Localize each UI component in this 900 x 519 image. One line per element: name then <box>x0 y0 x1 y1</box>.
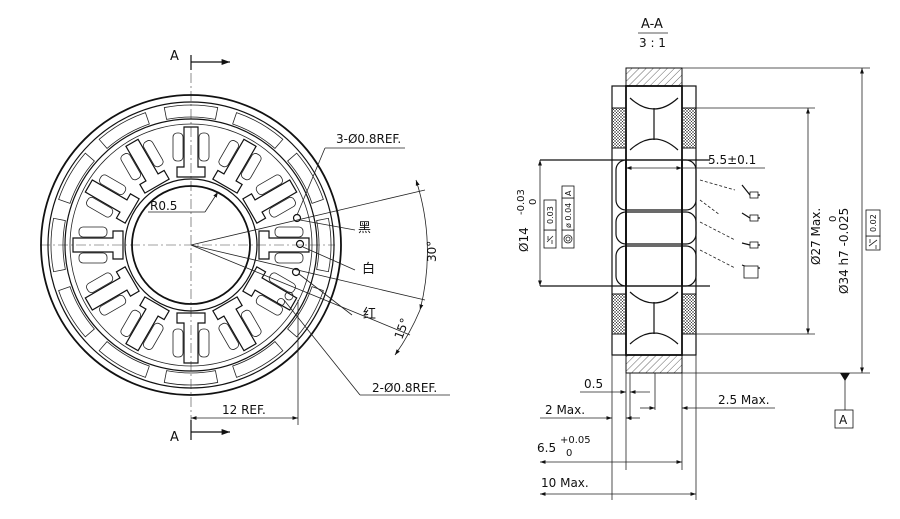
dim-10max: 10 Max. <box>541 476 589 490</box>
radius-leader-arrow <box>204 191 219 213</box>
radius-label: R0.5 <box>150 199 177 213</box>
stator-tooth <box>172 312 210 364</box>
housing-bottom <box>625 354 683 374</box>
dim-5-5: 5.5±0.1 <box>708 153 756 167</box>
stator-tooth <box>242 174 298 224</box>
angle-ray-1 <box>190 189 426 246</box>
holes-top-label: 3-Ø0.8REF. <box>336 132 401 146</box>
yoke-ring-inner <box>69 123 313 367</box>
stator-tooth <box>172 126 210 178</box>
stator-tooth <box>212 138 262 194</box>
outer-slot <box>316 217 332 273</box>
wire-white-label: 白 <box>362 261 375 277</box>
angle-30-arc <box>415 179 428 311</box>
wire-black-leader <box>299 219 356 231</box>
stator-tooth <box>72 226 124 264</box>
outer-slot <box>50 217 66 273</box>
stator-tooth <box>258 226 310 264</box>
dim-inner-dia: Ø14 <box>517 227 531 252</box>
outer-slot <box>58 286 95 338</box>
stator-tooth <box>120 138 170 194</box>
winding-right-top <box>681 107 697 149</box>
coil-top <box>629 97 679 151</box>
hole-red <box>291 267 301 277</box>
outer-slot <box>58 152 95 204</box>
datum-triangle <box>840 373 850 381</box>
width-12-label: 12 REF. <box>222 403 266 417</box>
gdt-inner-frames <box>543 185 575 249</box>
winding-left-bottom <box>611 293 627 335</box>
hole-extra-1 <box>284 291 294 301</box>
gdt-outer-value: 0.02 <box>869 214 878 232</box>
dim-34: Ø34 h7 -0.025 <box>837 208 851 294</box>
gdt-concentric-value: ø 0.04 <box>564 203 573 228</box>
winding-left-top <box>611 107 627 149</box>
lead-pins <box>699 179 760 279</box>
outer-slot <box>232 112 284 149</box>
wire-black-label: 黑 <box>358 221 371 236</box>
wire-red-label: 红 <box>363 306 376 322</box>
holes-bottom-leader <box>283 299 361 396</box>
front-view: A A R0.5 3-Ø0.8REF. 黑 白 红 30° 15° <box>40 49 450 445</box>
coil-bottom <box>629 291 679 345</box>
stator-tooth <box>120 296 170 352</box>
core-block-2 <box>615 211 697 245</box>
outer-slot <box>287 286 324 338</box>
outer-slot <box>287 152 324 204</box>
outer-slot <box>232 341 284 378</box>
yoke-ring <box>64 118 318 372</box>
section-title: A-A <box>641 17 663 32</box>
outer-slot <box>98 112 150 149</box>
winding-right-bottom <box>681 293 697 335</box>
holes-top-leader <box>296 147 326 216</box>
dim-2max: 2 Max. <box>545 403 585 417</box>
holes-bottom-label: 2-Ø0.8REF. <box>372 381 437 395</box>
outer-ring <box>40 94 342 396</box>
dim-27: Ø27 Max. <box>809 208 823 265</box>
dim-inner-tol-lower: 0 <box>528 199 539 205</box>
dim-6-5-tol-upper: +0.05 <box>560 435 591 446</box>
stator-tooth <box>84 174 140 224</box>
stator-tooth <box>84 266 140 316</box>
gdt-outer-value-frame <box>865 209 881 237</box>
bore-outer <box>124 178 258 312</box>
stator-slots <box>50 104 332 386</box>
bore <box>131 185 251 305</box>
outer-ring-inner-edge <box>47 101 335 389</box>
outer-slot <box>163 104 219 120</box>
datum-frame <box>834 409 854 429</box>
section-label-bottom: A <box>170 430 179 445</box>
angle-ray-2 <box>190 244 426 301</box>
dim-6-5: 6.5 <box>537 441 556 455</box>
gdt-concentric-datum: A <box>564 190 573 196</box>
angle-30-label: 30° <box>425 241 439 262</box>
core-block-3 <box>615 245 697 287</box>
wire-red-leader <box>298 273 353 316</box>
dim-0-5: 0.5 <box>584 377 603 391</box>
section-label-top: A <box>170 49 179 64</box>
wire-white-leader <box>302 246 356 271</box>
hole-extra-2 <box>277 298 285 306</box>
outer-slot <box>98 341 150 378</box>
core-block-1 <box>615 159 697 211</box>
hole-white <box>295 239 305 249</box>
stator-tooth <box>242 266 298 316</box>
datum-label: A <box>839 413 848 427</box>
stator-tooth <box>212 296 262 352</box>
section-view: A-A 3 : 1 <box>516 17 881 500</box>
dim-6-5-tol-lower: 0 <box>566 448 572 459</box>
dim-34-tol-upper: 0 <box>828 216 839 222</box>
angle-15-label: 15° <box>392 316 412 341</box>
gdt-flatness-value: 0.03 <box>546 206 555 224</box>
dim-inner-tol-upper: -0.03 <box>516 189 527 215</box>
dim-2-5max: 2.5 Max. <box>718 393 770 407</box>
section-scale: 3 : 1 <box>639 36 666 50</box>
outer-slot <box>163 370 219 386</box>
gdt-outer-symbol <box>868 239 878 249</box>
angle-15-arc <box>394 309 421 356</box>
housing-top <box>625 67 683 87</box>
angle-ray-3 <box>190 244 411 336</box>
